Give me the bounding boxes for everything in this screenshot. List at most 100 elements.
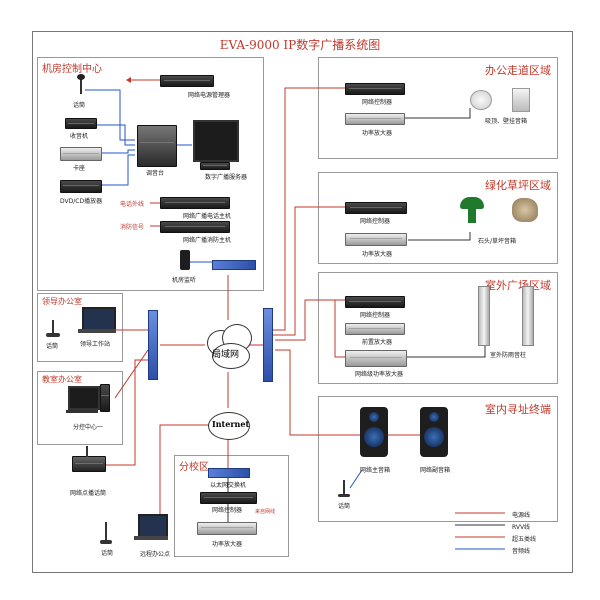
server-base-device <box>200 162 230 170</box>
zone-control-center: 机房控制中心 <box>37 57 264 291</box>
zone-title-leader-office: 领导办公室 <box>42 297 82 306</box>
os-preamp-device <box>345 323 405 335</box>
label-phone-signal: 电话外线 <box>120 201 145 208</box>
label-os-controller: 网络控制器 <box>360 312 391 319</box>
label-os-amp: 网络级功率放大器 <box>355 371 404 378</box>
os-amp-device <box>345 350 407 367</box>
column-speaker-right-icon <box>522 286 534 346</box>
column-speaker-left-icon <box>478 286 490 346</box>
legend-label-rvv: RVV线 <box>512 524 531 531</box>
ceiling-speaker-icon <box>470 90 492 110</box>
zone-title-indoor-terminal: 室内寻址终端 <box>485 403 551 416</box>
label-fire-host: 网络广播消防主机 <box>183 237 232 244</box>
zone-title-teaching-office: 教室办公室 <box>42 375 82 384</box>
label-cabinet-monitor: 机房监听 <box>172 277 197 284</box>
indoor-sub-speaker-device <box>420 407 448 457</box>
label-power-manager: 网络电源管理器 <box>188 92 231 99</box>
label-campus-controller: 网络控制器 <box>212 507 243 514</box>
wire-switch-to-indoor <box>275 349 360 436</box>
label-campus-switch: 以太网交换机 <box>210 482 247 489</box>
power-manager-arrow-icon <box>126 77 131 83</box>
label-leader-pc: 领导工作站 <box>80 341 111 348</box>
label-digital-server: 数字广播服务器 <box>205 174 248 181</box>
legend-label-power: 电源线 <box>512 512 531 519</box>
label-gl-controller: 网络控制器 <box>360 218 391 225</box>
leader-mic-icon <box>52 320 54 334</box>
label-cd: 卡座 <box>73 165 86 172</box>
label-lan: 局域网 <box>212 350 240 360</box>
mic-icon <box>80 78 82 94</box>
oc-controller-device <box>345 83 405 95</box>
wire-internet-to-remote <box>159 424 210 515</box>
remote-mic-base-icon <box>100 540 112 544</box>
power-manager-device <box>160 75 214 87</box>
label-oc-speakers: 吸顶、壁挂音箱 <box>485 118 528 125</box>
wire-square-amp <box>334 300 345 358</box>
indoor-main-speaker-device <box>360 407 388 457</box>
dvd-player-device <box>60 180 102 193</box>
wire-cd-to-mixer <box>100 149 135 154</box>
wire-mic-to-mixer <box>85 89 135 141</box>
label-gl-speakers: 石头/草坪音箱 <box>478 238 517 245</box>
label-dvd: DVD/CD播放器 <box>60 198 103 205</box>
sub-tweeter-icon <box>429 412 439 422</box>
wire-switch-to-square <box>275 299 345 341</box>
label-os-columns: 室外防雨音柱 <box>490 352 527 359</box>
wire-teacher-to-switch <box>114 349 149 399</box>
remote-mic-icon <box>105 522 107 540</box>
label-sub-control: 分控中心一 <box>73 424 104 431</box>
label-phone-host: 网络广播电话主机 <box>183 213 232 220</box>
digital-server-device <box>193 120 239 162</box>
label-fire-signal: 消防信号 <box>120 224 145 231</box>
sub-control-tower-device <box>100 384 110 412</box>
mic-head-icon <box>77 74 85 80</box>
wire-switch-to-lawn <box>272 206 345 336</box>
oc-amp-device <box>345 113 405 125</box>
gl-controller-device <box>345 202 407 214</box>
leader-mic-base-icon <box>46 333 60 337</box>
wire-gl-amp-speakers <box>408 232 471 241</box>
label-campus-cable: 来自网线 <box>255 509 276 515</box>
campus-controller-device <box>200 492 257 504</box>
phone-host-device <box>160 197 230 209</box>
label-os-preamp: 前置放大器 <box>362 339 393 346</box>
internet-cloud-part1 <box>208 412 250 440</box>
legend-label-audio: 音频线 <box>512 548 531 555</box>
label-oc-amp: 功率放大器 <box>362 130 393 137</box>
lan-cloud-part3 <box>212 343 250 369</box>
wire-oc-amp-speakers <box>405 108 471 119</box>
mushroom-speaker-icon <box>460 197 484 209</box>
label-internet: Internet <box>212 419 250 429</box>
label-it-main-speaker: 网络主音箱 <box>360 467 391 474</box>
main-tweeter-icon <box>369 412 379 422</box>
legend-label-cat5: 超五类线 <box>512 536 537 543</box>
wire-indoor-mic <box>349 469 363 489</box>
sub-control-keyboard <box>66 410 98 413</box>
wire-os-amp-columns <box>405 345 486 358</box>
campus-switch-device <box>208 468 250 478</box>
gl-amp-device <box>345 233 407 246</box>
label-remote-office: 远程办公点 <box>140 551 171 558</box>
main-woofer-icon <box>364 427 384 447</box>
diagram-title: EVA-9000 IP数字广播系统图 <box>219 38 381 52</box>
label-campus-amp: 功率放大器 <box>212 541 243 548</box>
wire-switch-to-office <box>270 87 345 331</box>
paging-mic-icon <box>86 446 88 457</box>
sub-woofer-icon <box>424 427 444 447</box>
wall-speaker-icon <box>512 88 530 112</box>
mushroom-speaker-stem <box>468 209 476 223</box>
control-center-switch <box>212 260 256 270</box>
campus-amp-device <box>197 522 257 535</box>
remote-laptop-base <box>134 536 168 540</box>
label-radio: 收音机 <box>70 133 89 140</box>
label-gl-amp: 功率放大器 <box>362 251 393 258</box>
remote-laptop-device <box>138 514 168 538</box>
fire-host-device <box>160 221 230 233</box>
monitor-speaker-device <box>180 250 190 270</box>
indoor-mic-icon <box>343 480 345 494</box>
label-it-mic: 话筒 <box>338 503 351 510</box>
left-core-switch <box>148 310 158 380</box>
wire-dvd-to-mixer <box>100 154 135 186</box>
paging-station-device <box>72 456 106 472</box>
right-core-switch <box>263 308 273 382</box>
